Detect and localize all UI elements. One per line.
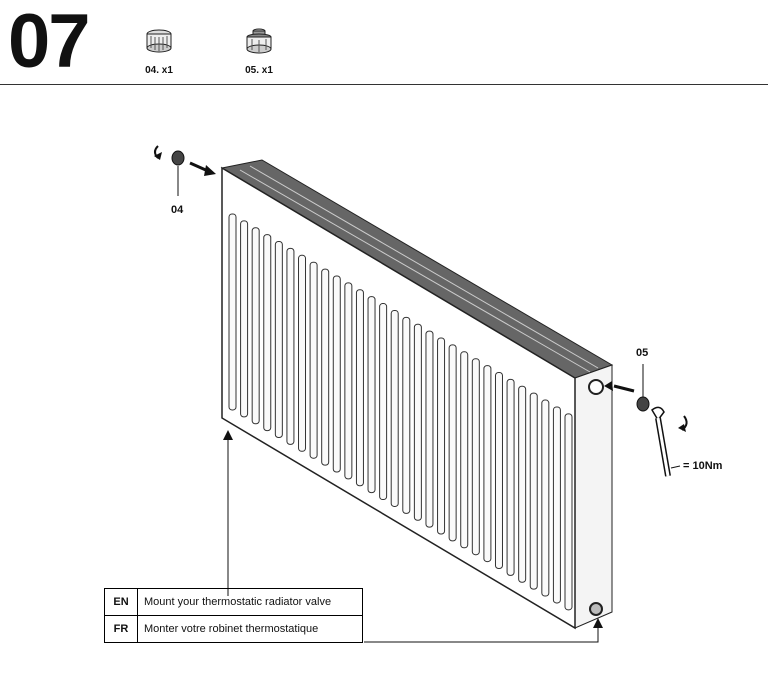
insert-arrow-05-icon [613,384,635,393]
part-04-label: 04. x1 [145,65,173,76]
radiator-fin [379,303,388,501]
radiator-fin [448,344,457,542]
radiator-fin [552,406,561,604]
radiator-fin [425,330,434,528]
radiator-fin [367,296,376,494]
torque-leader [670,465,681,469]
radiator-fin [274,241,283,439]
blanking-plug-icon [146,29,172,53]
radiator-fin [471,358,480,556]
radiator-fin [518,385,527,583]
valve-05-icon [636,396,650,412]
radiator-fin [298,254,307,452]
instruction-row-fr: FR Monter votre robinet thermostatique [104,615,363,643]
part-04: 04. x1 [134,26,184,76]
radiator-fin [437,337,446,535]
radiator-fin [332,275,341,473]
lang-code-en: EN [104,588,138,616]
radiator-fin [529,392,538,590]
radiator-fins [228,213,573,611]
radiator-fin [564,413,573,611]
lang-code-fr: FR [104,615,138,643]
bottom-port-icon [589,602,603,616]
leader-fr-line [364,626,599,643]
instruction-text-en: Mount your thermostatic radiator valve [137,588,363,616]
step-number: 07 [8,0,91,84]
wrench-icon [651,406,665,422]
callout-04: 04 [171,204,184,216]
radiator-fin [506,378,515,576]
plug-04-icon [171,150,185,166]
radiator-fin [240,220,249,418]
callout-05: 05 [636,347,649,359]
radiator-fin [263,234,272,432]
top-port-icon [588,379,604,395]
radiator-fin [413,323,422,521]
instruction-text-fr: Monter votre robinet thermostatique [137,615,363,643]
radiator-fin [355,289,364,487]
radiator-fin [460,351,469,549]
radiator-fin [309,261,318,459]
part-05-label: 05. x1 [245,65,273,76]
radiator-fin [228,213,237,411]
radiator-fin [321,268,330,466]
radiator-fin [344,282,353,480]
part-05: 05. x1 [234,26,284,76]
header-divider [0,84,768,85]
radiator-fin [483,365,492,563]
instruction-table: EN Mount your thermostatic radiator valv… [104,588,363,643]
radiator-fin [494,371,503,569]
torque-label: = 10Nm [683,460,723,472]
valve-insert-icon [246,28,272,54]
radiator-fin [390,309,399,507]
radiator-fin [402,316,411,514]
radiator-side-panel [574,364,613,629]
radiator-fin [286,247,295,445]
radiator-fin [541,399,550,597]
instruction-row-en: EN Mount your thermostatic radiator valv… [104,588,363,616]
insert-arrow-icon [189,161,209,173]
radiator-fin [251,227,260,425]
